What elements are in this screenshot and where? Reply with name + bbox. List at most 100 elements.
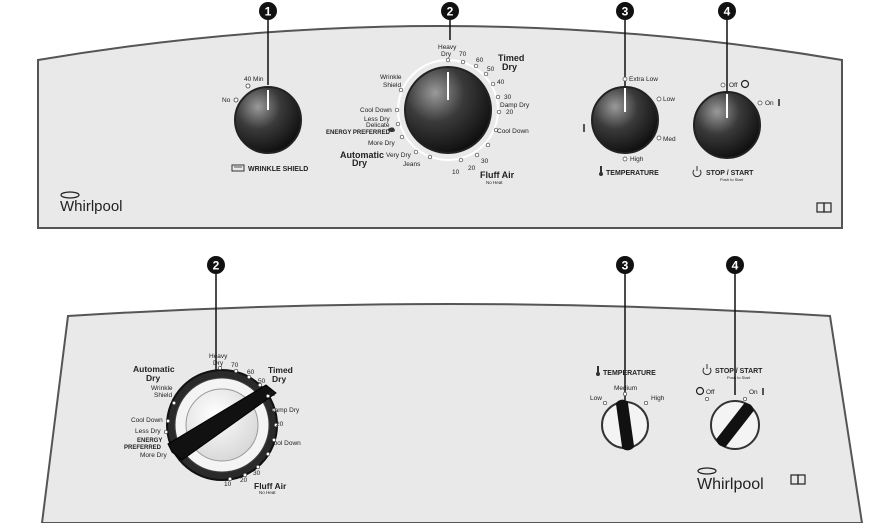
temperature-name-bottom: TEMPERATURE	[603, 370, 656, 377]
cycle-bottom-heavy: Heavy	[209, 353, 228, 360]
temp-top-extra-low: Extra Low	[629, 76, 658, 83]
svg-text:1: 1	[265, 5, 272, 19]
start-bottom-on: On	[749, 389, 758, 396]
cycle-bottom-dry: Dry	[213, 360, 224, 367]
callout-2-top: 2	[441, 2, 459, 40]
whirlpool-swirl-icon	[60, 191, 80, 199]
cycle-bottom-timed-dry: Dry	[272, 374, 286, 384]
cycle-bottom-energy: ENERGY	[137, 438, 162, 444]
cycle-bottom-20a: 20	[276, 421, 284, 428]
cycle-top-dry: Dry	[441, 51, 452, 58]
off-circle-icon	[740, 79, 750, 89]
power-icon-bottom	[702, 364, 712, 376]
temp-bottom-high: High	[651, 395, 665, 402]
cycle-top-less-dry: Less Dry	[364, 116, 390, 123]
cycle-top-auto-dry: Dry	[352, 158, 367, 168]
cycle-dial-dots	[394, 57, 502, 163]
cycle-top-fluff-air: Fluff Air	[480, 170, 515, 180]
cycle-top-cool-down-l: Cool Down	[360, 107, 392, 114]
cycle-bottom-cool-down-r: Cool Down	[269, 440, 301, 447]
cycle-bottom-no-heat: No Heat	[259, 490, 276, 495]
cycle-bottom-less-dry: Less Dry	[135, 428, 161, 435]
cycle-bottom-automatic: Automatic	[133, 364, 175, 374]
cycle-bottom-auto-dry: Dry	[146, 373, 160, 383]
cycle-top-20a: 20	[506, 109, 514, 116]
wrinkle-shield-knob[interactable]	[234, 86, 302, 154]
cycle-top-10: 10	[452, 169, 460, 176]
callout-1-top: 1	[259, 2, 277, 85]
cycle-bottom-shield: Shield	[154, 392, 172, 399]
cycle-bottom-10: 10	[224, 481, 232, 488]
cycle-top-20b: 20	[468, 165, 476, 172]
cycle-bottom-timed: Timed	[268, 365, 293, 375]
stop-start-knob-top[interactable]	[693, 91, 761, 159]
temperature-name-top: TEMPERATURE	[606, 170, 659, 177]
cycle-top-wrinkle: Wrinkle	[380, 74, 402, 81]
cycle-bottom-fluff-air: Fluff Air	[254, 481, 287, 491]
cycle-bottom-30: 30	[253, 470, 261, 477]
power-icon	[692, 166, 702, 178]
svg-text:4: 4	[724, 5, 731, 19]
temp-bottom-medium: Medium	[614, 385, 637, 392]
stop-start-name-top: STOP / START	[706, 170, 754, 177]
cycle-top-30b: 30	[481, 158, 489, 165]
cycle-knob-bottom[interactable]	[167, 384, 277, 461]
start-top-off: Off	[729, 82, 738, 89]
wrinkle-no-label: No	[222, 97, 231, 104]
manual-book-icon-bottom	[790, 474, 806, 485]
cycle-bottom-damp-dry: Damp Dry	[270, 407, 300, 414]
svg-text:3: 3	[622, 5, 629, 19]
off-circle-icon-bottom	[695, 386, 705, 396]
cycle-bottom-70: 70	[231, 362, 239, 369]
stop-start-sub-top: Push to Start	[720, 177, 744, 182]
manual-book-icon	[816, 202, 832, 213]
start-top-on: On	[765, 100, 774, 107]
temp-dots-bottom	[602, 391, 649, 406]
cycle-top-automatic: Automatic	[340, 150, 384, 160]
thermometer-icon-bottom	[596, 366, 600, 376]
cycle-knob-top[interactable]	[404, 66, 492, 154]
leaf-icon	[388, 127, 395, 133]
cycle-top-very-dry: Very Dry	[386, 152, 412, 159]
cycle-bottom-more-dry: More Dry	[140, 452, 167, 459]
cycle-top-shield: Shield	[383, 82, 401, 89]
cycle-bottom-50: 50	[258, 378, 266, 385]
callout-4-bottom: 4	[726, 256, 744, 395]
cycle-bottom-20b: 20	[240, 477, 248, 484]
cycle-dots-bottom	[163, 365, 279, 482]
stop-start-sub-bottom: Push to Start	[727, 375, 751, 380]
cycle-top-40: 40	[497, 79, 505, 86]
cycle-top-timed: Timed	[498, 53, 524, 63]
cycle-top-heavy: Heavy	[438, 44, 457, 51]
temperature-knob-bottom[interactable]	[615, 399, 635, 451]
temp-top-low: Low	[663, 96, 675, 103]
svg-text:2: 2	[213, 259, 220, 273]
cycle-bottom-cool-down-l: Cool Down	[131, 417, 163, 424]
thermometer-icon	[599, 166, 603, 176]
wrinkle-shield-name: WRINKLE SHIELD	[248, 166, 308, 173]
stop-start-knob-bottom[interactable]	[715, 401, 756, 449]
callout-3-bottom: 3	[616, 256, 634, 400]
cycle-top-50: 50	[487, 66, 495, 73]
temp-bottom-low: Low	[590, 395, 602, 402]
wrinkle-shield-icon	[231, 164, 245, 172]
svg-text:2: 2	[447, 5, 454, 19]
cycle-top-more-dry: More Dry	[368, 140, 395, 147]
cycle-bottom-40: 40	[268, 391, 276, 398]
start-bottom-off: Off	[706, 389, 715, 396]
cycle-bottom-wrinkle: Wrinkle	[151, 385, 173, 392]
cycle-top-timed-dry: Dry	[502, 62, 517, 72]
wrinkle-40min-label: 40 Min	[244, 76, 264, 83]
temp-top-high: High	[630, 156, 644, 163]
svg-text:3: 3	[622, 259, 629, 273]
cycle-top-no-heat: No Heat	[486, 180, 503, 185]
callout-4-top: 4	[718, 2, 736, 100]
svg-text:4: 4	[732, 259, 739, 273]
cycle-top-70: 70	[459, 51, 467, 58]
whirlpool-swirl-icon-bottom	[697, 467, 717, 475]
temperature-knob-top[interactable]	[591, 86, 659, 154]
temp-top-med: Med	[663, 136, 676, 143]
brand-logo-top: Whirlpool	[60, 198, 123, 215]
cycle-top-30a: 30	[504, 94, 512, 101]
